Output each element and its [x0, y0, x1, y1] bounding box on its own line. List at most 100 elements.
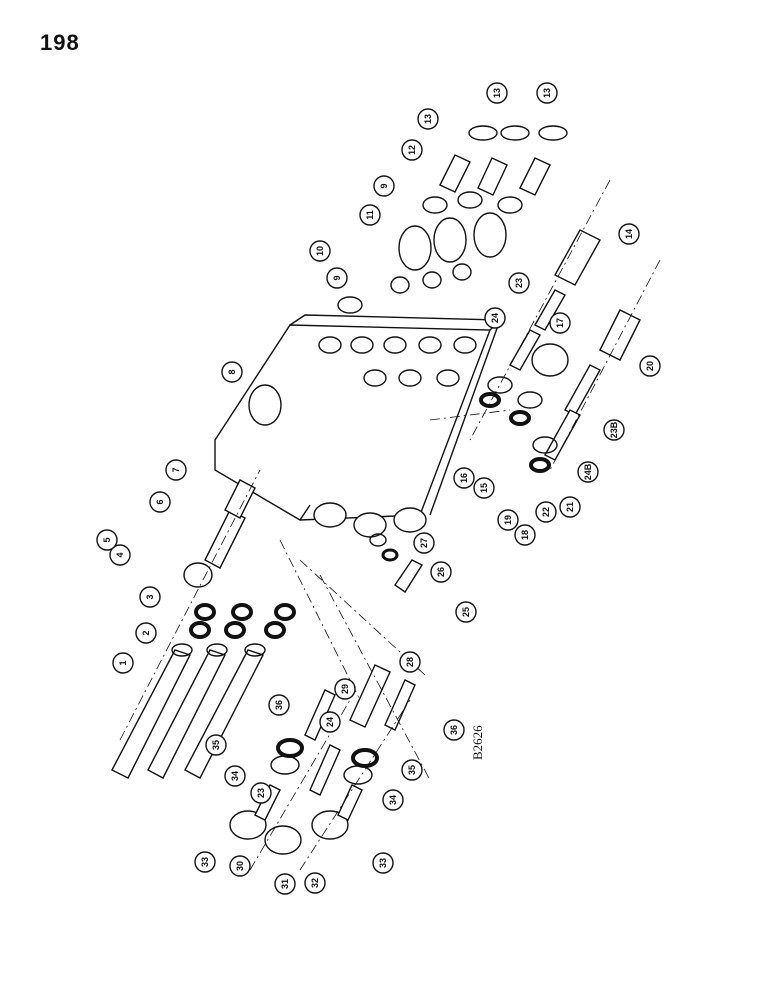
callout-c4: 4: [109, 544, 131, 566]
callout-c19: 19: [497, 509, 519, 531]
callout-c5: 5: [96, 529, 118, 551]
callout-label: 3: [145, 594, 155, 599]
callout-label: 2: [141, 630, 151, 635]
callout-label: 35: [407, 765, 417, 775]
callout-label: 13: [423, 114, 433, 124]
callout-label: 14: [624, 229, 634, 239]
callout-c18: 18: [514, 524, 536, 546]
callout-label: 6: [155, 499, 165, 504]
callout-c8: 8: [221, 361, 243, 383]
callout-c28: 28: [399, 651, 421, 673]
callout-label: 1: [118, 660, 128, 665]
callout-c33a: 33: [194, 851, 216, 873]
callout-label: 9: [379, 183, 389, 188]
callout-c13c: 13: [536, 82, 558, 104]
washers-right: [487, 376, 558, 454]
callout-label: 4: [115, 552, 125, 557]
callout-c25: 25: [455, 601, 477, 623]
callout-label: 13: [492, 88, 502, 98]
callout-c22: 22: [535, 501, 557, 523]
callout-label: 33: [200, 857, 210, 867]
callout-c32: 32: [304, 872, 326, 894]
callout-c24B: 24B: [577, 461, 599, 483]
callout-c17: 17: [549, 312, 571, 334]
callout-label: 27: [419, 538, 429, 548]
callout-label: 21: [565, 502, 575, 512]
callout-label: 24B: [583, 463, 593, 480]
callout-c13b: 13: [486, 82, 508, 104]
page-number: 198: [40, 30, 80, 55]
callout-c13a: 13: [417, 108, 439, 130]
callout-label: 15: [479, 483, 489, 493]
callout-label: 16: [459, 473, 469, 483]
callout-c7: 7: [165, 459, 187, 481]
callout-label: 34: [388, 795, 398, 805]
callout-c1: 1: [112, 652, 134, 674]
callout-label: 20: [645, 361, 655, 371]
callout-label: 36: [274, 700, 284, 710]
callout-c24a: 24: [484, 307, 506, 329]
callout-c35a: 35: [205, 734, 227, 756]
callout-c36a: 36: [268, 694, 290, 716]
relief-valve-cartridge: [183, 479, 256, 588]
callout-label: 8: [227, 369, 237, 374]
callout-label: 5: [102, 537, 112, 542]
callout-c20: 20: [639, 355, 661, 377]
callout-c31: 31: [274, 873, 296, 895]
callout-label: 25: [461, 607, 471, 617]
callout-c34b: 34: [382, 789, 404, 811]
valve-body: [214, 314, 502, 538]
callout-c14: 14: [618, 223, 640, 245]
callout-c24b: 24: [319, 711, 341, 733]
callout-label: 23: [514, 278, 524, 288]
callout-c34a: 34: [224, 765, 246, 787]
callout-label: 12: [407, 145, 417, 155]
callout-c2: 2: [135, 622, 157, 644]
callout-label: 9: [332, 275, 342, 280]
callout-c11: 11: [359, 204, 381, 226]
callout-label: 22: [541, 507, 551, 517]
callout-c21: 21: [559, 496, 581, 518]
spool-assemblies: [111, 643, 266, 779]
callout-label: 33: [378, 858, 388, 868]
callout-label: 28: [405, 657, 415, 667]
callout-label: 30: [235, 861, 245, 871]
callout-label: 23B: [609, 421, 619, 438]
callout-label: 36: [449, 725, 459, 735]
callout-c12: 12: [401, 139, 423, 161]
callout-label: 34: [230, 771, 240, 781]
callout-label: 24: [490, 313, 500, 323]
callout-c16: 16: [453, 467, 475, 489]
callout-c10: 10: [309, 240, 331, 262]
callout-c27: 27: [413, 532, 435, 554]
callout-label: 23: [256, 788, 266, 798]
springs-and-seats: [337, 125, 568, 314]
callout-c35b: 35: [401, 759, 423, 781]
callout-c23B: 23B: [603, 419, 625, 441]
callout-label: 31: [280, 879, 290, 889]
callout-c29: 29: [334, 678, 356, 700]
bottom-plugs: [229, 738, 379, 855]
callout-c6: 6: [149, 491, 171, 513]
callout-c33b: 33: [372, 852, 394, 874]
callout-label: 29: [340, 684, 350, 694]
callout-label: 35: [211, 740, 221, 750]
callout-c15: 15: [473, 477, 495, 499]
o-rings-right: [479, 392, 551, 473]
callout-label: 10: [315, 246, 325, 256]
callout-c3: 3: [139, 586, 161, 608]
callout-c9b: 9: [373, 175, 395, 197]
callout-label: 7: [171, 467, 181, 472]
callout-label: 17: [555, 318, 565, 328]
callout-label: 24: [325, 717, 335, 727]
drawing-reference-code: B2626: [470, 725, 485, 760]
callout-c9a: 9: [326, 267, 348, 289]
callout-label: 26: [436, 567, 446, 577]
right-fittings: [509, 229, 641, 461]
callout-c26: 26: [430, 561, 452, 583]
callout-label: 19: [503, 515, 513, 525]
callout-label: 32: [310, 878, 320, 888]
